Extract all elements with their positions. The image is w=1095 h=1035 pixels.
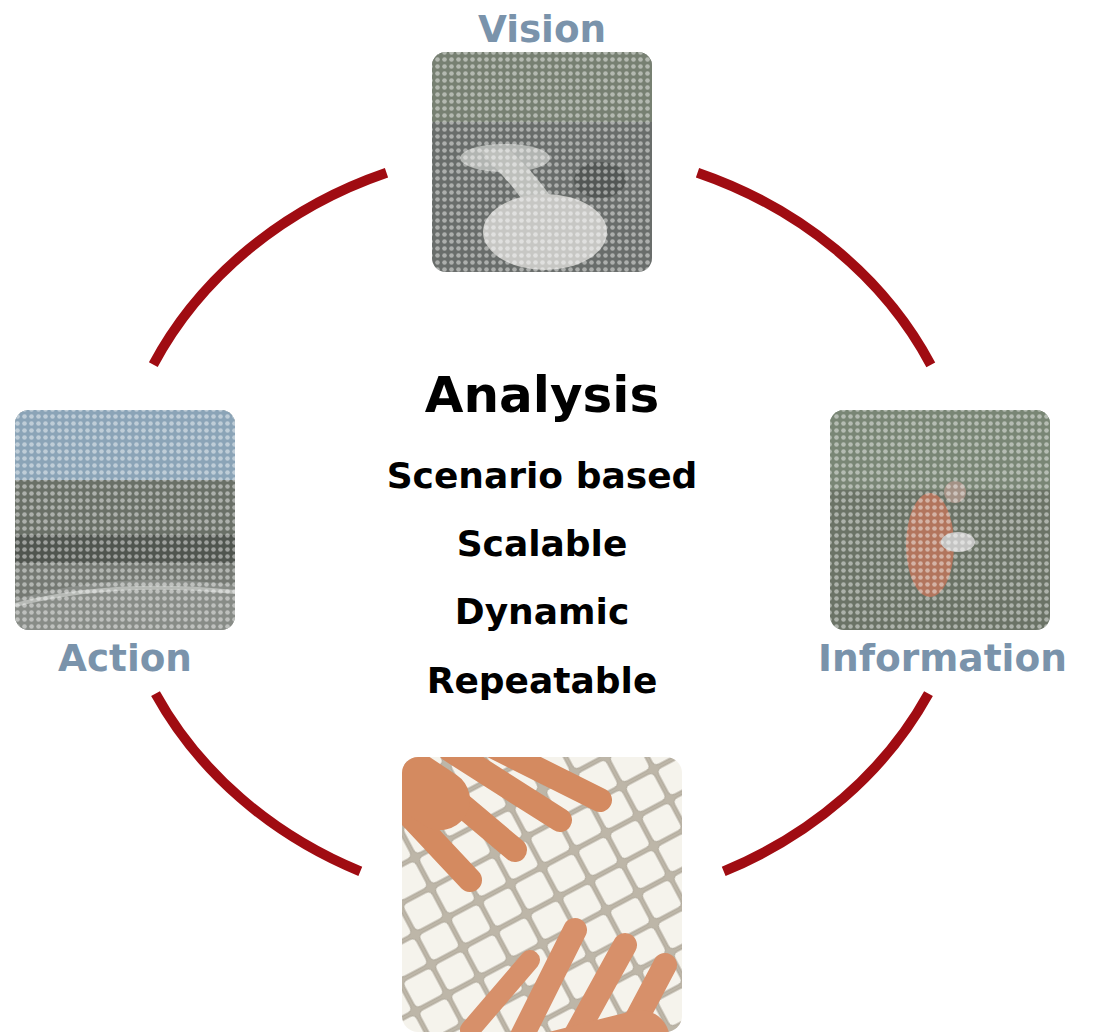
center-item: Scenario based bbox=[267, 454, 817, 497]
tile-caption: Vision bbox=[432, 6, 652, 52]
finger bbox=[490, 757, 600, 800]
cycle-arc bbox=[153, 173, 386, 365]
center-heading: Analysis bbox=[267, 365, 817, 425]
center-item: Repeatable bbox=[267, 659, 817, 702]
palm bbox=[402, 760, 440, 800]
halftone-overlay bbox=[15, 410, 235, 630]
photo-ground bbox=[830, 410, 1050, 630]
photo-ground bbox=[432, 52, 652, 272]
picture-tile: Action bbox=[10, 410, 240, 690]
keyboard-photo bbox=[402, 757, 682, 1032]
center-item: Dynamic bbox=[267, 590, 817, 633]
thumb bbox=[470, 960, 530, 1030]
road-photo bbox=[15, 410, 235, 630]
cycle-arc bbox=[156, 694, 361, 872]
left-hand bbox=[402, 757, 600, 880]
halftone-overlay bbox=[432, 52, 652, 272]
photo-ground bbox=[15, 410, 235, 630]
tile-caption: Information bbox=[795, 635, 1090, 681]
picture-tile: Vision bbox=[432, 0, 652, 272]
halftone-overlay bbox=[830, 410, 1050, 630]
center-item: Scalable bbox=[267, 522, 817, 565]
waterfall-photo bbox=[432, 52, 652, 272]
person-photo bbox=[830, 410, 1050, 630]
right-hand bbox=[470, 930, 665, 1032]
picture-tile: Information bbox=[795, 410, 1090, 690]
finger bbox=[520, 930, 575, 1032]
tile-caption: Action bbox=[10, 635, 240, 681]
cycle-arc bbox=[698, 173, 931, 365]
cycle-arc bbox=[724, 694, 929, 872]
